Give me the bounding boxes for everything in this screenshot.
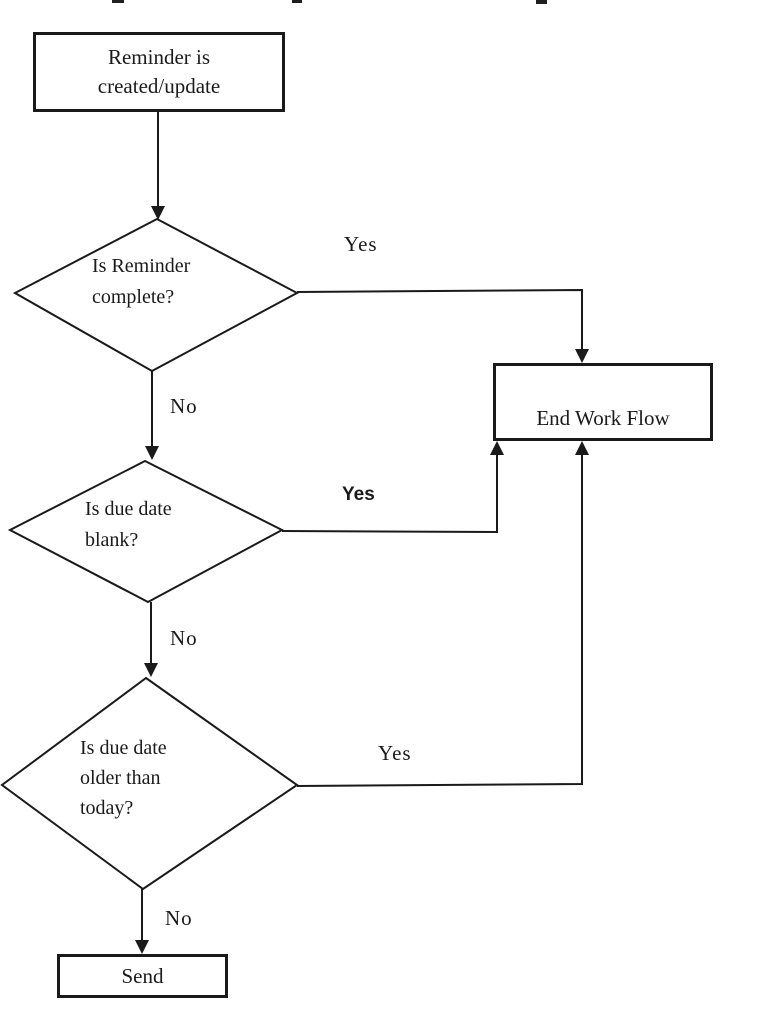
decision-due-date-older-label: Is due date older than today? [80,737,167,819]
arrowhead-down-icon [575,349,589,363]
edge-older-yes [296,454,583,787]
edge-label-older-no: No [165,906,193,930]
arrowhead-down-icon [144,663,158,677]
arrowhead-down-icon [145,446,159,460]
node-start-label: Reminder is created/update [97,45,221,98]
node-send: Send [57,954,228,998]
arrowhead-up-icon [575,441,589,455]
edge-blank-yes [281,454,498,534]
node-end-work-flow: End Work Flow [493,363,713,441]
arrowhead-up-icon [490,441,504,455]
edge-label-older-yes: Yes [378,741,412,765]
node-send-label: Send [121,963,164,988]
decision-due-date-blank-shape [7,459,285,604]
cropped-text-artifact [292,0,302,3]
cropped-text-artifact [536,0,547,4]
edge-label-complete-no: No [170,394,198,418]
edge-label-blank-no: No [170,626,198,650]
arrowhead-down-icon [151,206,165,220]
cropped-text-artifact [112,0,124,3]
arrowhead-down-icon [135,940,149,954]
edge-label-complete-yes: Yes [344,232,378,256]
node-end-work-flow-label: End Work Flow [536,406,670,430]
decision-reminder-complete-label: Is Reminder complete? [92,255,191,308]
node-start: Reminder is created/update [33,32,285,112]
decision-due-date-blank-label: Is due date blank? [85,498,172,551]
edge-complete-yes [296,288,583,350]
edge-label-blank-yes: Yes [342,484,375,505]
